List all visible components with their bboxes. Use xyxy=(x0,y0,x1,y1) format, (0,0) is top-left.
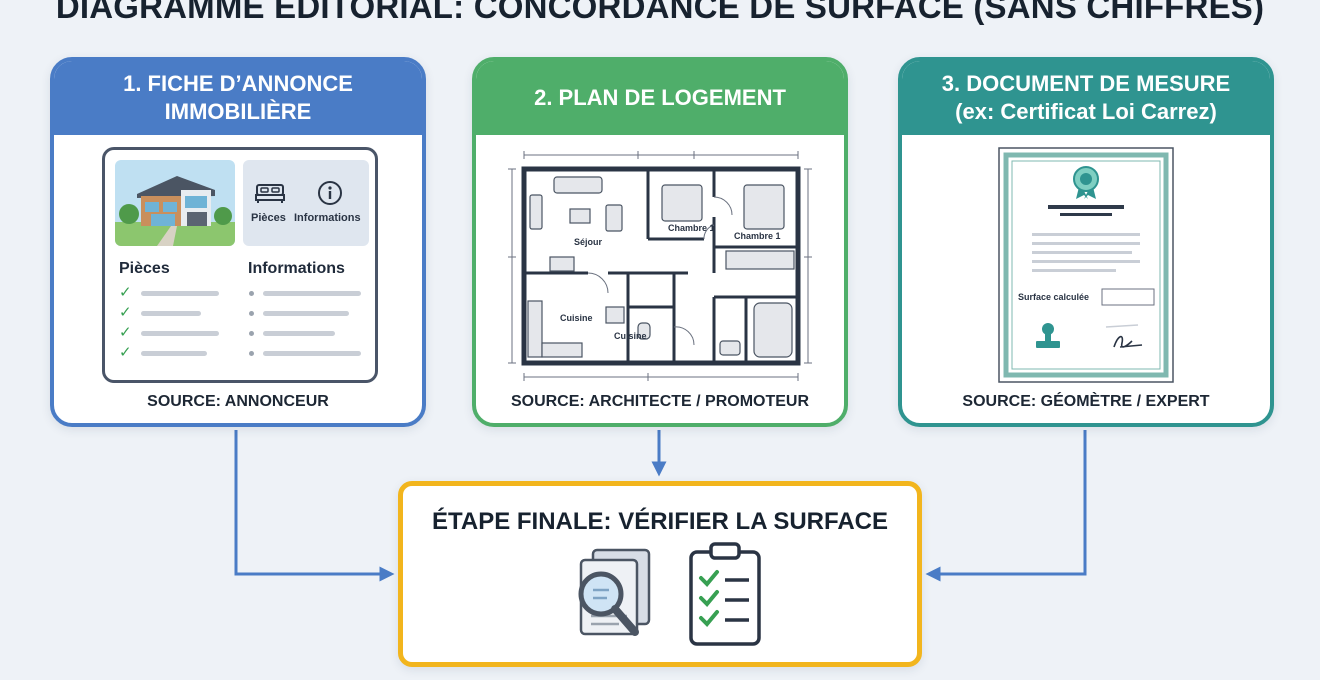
card-listing-source: SOURCE: ANNONCEUR xyxy=(147,393,329,410)
card-measure-header: 3. DOCUMENT DE MESURE (ex: Certificat Lo… xyxy=(902,61,1270,135)
bullet-dot xyxy=(249,291,254,296)
final-step-box: ÉTAPE FINALE: VÉRIFIER LA SURFACE xyxy=(398,481,922,667)
bullet-dot xyxy=(249,331,254,336)
placeholder-line xyxy=(263,331,335,336)
card-listing: 1. FICHE D’ANNONCE IMMOBILIÈRE xyxy=(50,57,426,427)
certificate: Surface calculée xyxy=(998,147,1174,383)
room-label-chambre-a: Chambre 1 xyxy=(668,223,715,233)
card-floor-plan: 2. PLAN DE LOGEMENT xyxy=(472,57,848,427)
info-icon xyxy=(318,181,342,205)
room-label-sejour: Séjour xyxy=(574,237,603,247)
house-illustration xyxy=(115,160,235,246)
bullet-dot xyxy=(249,351,254,356)
placeholder-line xyxy=(263,351,361,356)
stamp-icon xyxy=(1036,323,1060,348)
card-listing-heading-line2: IMMOBILIÈRE xyxy=(164,99,312,124)
info-tile-info-label: Informations xyxy=(294,212,361,224)
card-plan-source: SOURCE: ARCHITECTE / PROMOTEUR xyxy=(510,393,810,410)
placeholder-line xyxy=(263,291,361,296)
bed-icon xyxy=(255,184,285,203)
surface-field-label: Surface calculée xyxy=(1018,292,1089,302)
clipboard-checklist-icon xyxy=(689,542,761,646)
magnifier-document-icon xyxy=(578,548,651,636)
bullet-dot xyxy=(249,311,254,316)
room-label-cuisine-a: Cuisine xyxy=(560,313,593,323)
column-rooms-title: Pièces xyxy=(119,260,170,277)
placeholder-line xyxy=(141,311,201,316)
card-plan-header: 2. PLAN DE LOGEMENT xyxy=(476,61,844,135)
card-plan-heading-line1: 2. PLAN DE LOGEMENT xyxy=(534,85,786,110)
card-listing-header: 1. FICHE D’ANNONCE IMMOBILIÈRE xyxy=(54,61,422,135)
signature-icon xyxy=(1113,335,1143,348)
placeholder-line xyxy=(141,331,219,336)
column-info-title: Informations xyxy=(248,260,345,277)
placeholder-line xyxy=(141,351,207,356)
card-listing-heading-line1: 1. FICHE D’ANNONCE xyxy=(123,71,353,96)
connector-right xyxy=(925,430,1087,582)
placeholder-line xyxy=(141,291,219,296)
card-measure-heading-line2: (ex: Certificat Loi Carrez) xyxy=(955,99,1217,124)
check-icon: ✓ xyxy=(119,304,132,321)
room-label-cuisine-b: Cuisine xyxy=(614,331,647,341)
card-measure-doc: 3. DOCUMENT DE MESURE (ex: Certificat Lo… xyxy=(898,57,1274,427)
card-measure-source: SOURCE: GÉOMÈTRE / EXPERT xyxy=(962,393,1210,410)
info-tiles: Pièces Informations xyxy=(243,160,369,246)
check-icon: ✓ xyxy=(119,284,132,301)
card-measure-heading-line1: 3. DOCUMENT DE MESURE xyxy=(941,71,1231,96)
final-step-title: ÉTAPE FINALE: VÉRIFIER LA SURFACE xyxy=(431,508,889,535)
room-label-chambre-b: Chambre 1 xyxy=(734,231,781,241)
floor-plan: Séjour Chambre 1 Chambre 1 Cuisine Cuisi… xyxy=(498,147,828,387)
check-icon: ✓ xyxy=(119,344,132,361)
diagram-title: DIAGRAMME ÉDITORIAL: CONCORDANCE DE SURF… xyxy=(55,0,1265,25)
ribbon-seal-icon xyxy=(1073,166,1099,199)
listing-sheet: Pièces Informations Pièces Informations … xyxy=(102,147,378,383)
check-icon: ✓ xyxy=(119,324,132,341)
placeholder-line xyxy=(263,311,349,316)
info-tile-rooms-label: Pièces xyxy=(251,212,286,224)
connector-left xyxy=(234,430,395,582)
